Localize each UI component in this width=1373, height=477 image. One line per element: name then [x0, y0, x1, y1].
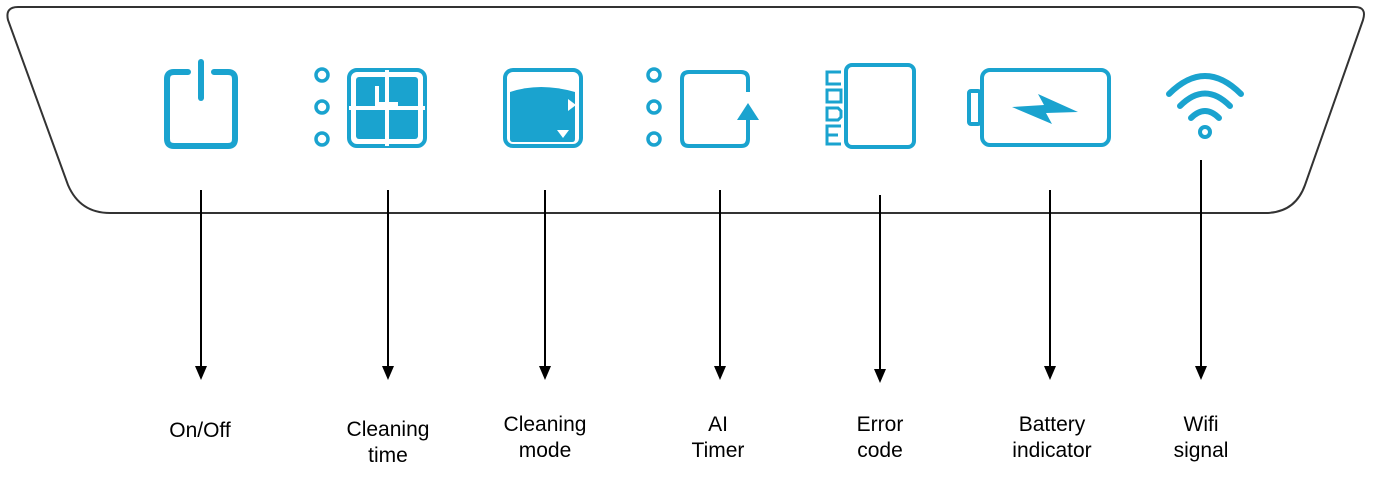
- arrow-cleaning-mode-head: [539, 366, 551, 380]
- arrow-wifi-signal-head: [1195, 366, 1207, 380]
- ai-timer-icon: [646, 67, 759, 148]
- label-cleaning-mode: Cleaning mode: [503, 413, 587, 462]
- label-cleaning-time: Cleaning time: [346, 418, 430, 467]
- arrow-on-off-head: [195, 366, 207, 380]
- error-code-icon: [825, 63, 916, 149]
- label-wifi-signal: Wifi signal: [1173, 413, 1229, 462]
- arrow-battery-indicator-head: [1044, 366, 1056, 380]
- arrow-error-code-head: [874, 369, 886, 383]
- label-ai-timer: AI Timer: [691, 413, 745, 462]
- cleaning-mode-icon: [503, 68, 583, 148]
- label-on-off: On/Off: [169, 419, 231, 442]
- arrow-ai-timer-head: [714, 366, 726, 380]
- power-icon: [164, 59, 238, 149]
- battery-icon: [967, 68, 1111, 147]
- cleaning-time-icon: [314, 67, 427, 148]
- panel-outline: [6, 6, 1365, 214]
- arrow-cleaning-time-head: [382, 366, 394, 380]
- label-battery-indicator: Battery indicator: [1012, 413, 1092, 462]
- leader-arrows: [195, 160, 1207, 383]
- label-error-code: Error code: [856, 413, 904, 462]
- wifi-icon: [1166, 73, 1244, 139]
